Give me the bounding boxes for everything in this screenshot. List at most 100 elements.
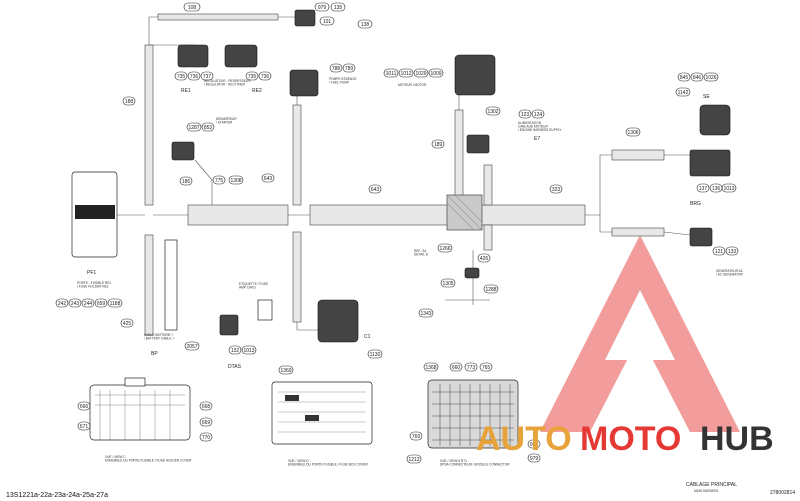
label-regulator: REGULATEUR - REDRESSEUR/ REGULATOR - REC… [204, 79, 251, 87]
callout-773: 773 [467, 365, 476, 371]
callout-671: 671 [80, 424, 89, 430]
callout-643: 643 [264, 176, 273, 182]
callout-668: 668 [202, 404, 211, 410]
callout-735: 735 [177, 74, 186, 80]
label-se: SE [703, 94, 710, 100]
label-battery-cable: CABLE BATTERIE +/ BATTERY CABLE + [144, 333, 174, 341]
callout-1013b: 1013 [243, 348, 254, 354]
callout-1306: 1306 [627, 130, 638, 136]
label-starter: DEMARREUR/ STARTER [216, 117, 237, 125]
callout-845: 845 [680, 75, 689, 81]
callout-979: 979 [318, 5, 327, 11]
callout-770: 770 [202, 435, 211, 441]
callout-1012: 1012 [400, 71, 411, 77]
callout-244: 244 [84, 301, 93, 307]
label-bp: BP [151, 351, 158, 357]
callout-426: 426 [480, 256, 489, 262]
callout-769: 769 [412, 434, 421, 440]
label-fuel-pump: POMPE ESSENCE/ FUEL PUMP [329, 77, 357, 85]
callout-425: 425 [123, 321, 132, 327]
watermark-text: AUTO MOTO HUB [476, 420, 774, 458]
label-brg: BRG [690, 201, 701, 207]
footer: 13S1221a-22a-23a-24a-25a-27a CABLAGE PRI… [6, 482, 795, 499]
callout-1130: 1130 [370, 352, 381, 358]
label-motor: MOTEUR / MOTOR [398, 83, 427, 87]
callout-1369: 1369 [280, 368, 291, 374]
callout-1308: 1308 [230, 178, 241, 184]
wires [115, 16, 700, 331]
callout-979b: 979 [530, 456, 539, 462]
callout-1013: 1013 [723, 186, 734, 192]
component-labels: RE1 RE2 REGULATEUR - REDRESSEUR/ REGULAT… [77, 77, 744, 467]
label-pf1: PF1 [87, 270, 96, 276]
watermark-moto: MOTO [580, 420, 681, 458]
callout-736: 736 [190, 74, 199, 80]
drawing-numbers: 13S1221a-22a-23a-24a-25a-27a [6, 492, 108, 499]
callout-853: 853 [204, 125, 213, 131]
title-fr: CABLAGE PRINCIPAL [686, 482, 737, 488]
callout-1026: 1026 [705, 75, 716, 81]
callout-980: 980 [530, 442, 539, 448]
callout-736b: 736 [261, 74, 270, 80]
callout-846: 846 [693, 75, 702, 81]
callout-323: 323 [552, 187, 561, 193]
callout-1302: 1302 [487, 109, 498, 115]
callout-735b: 735 [248, 74, 257, 80]
watermark-hub: HUB [700, 420, 774, 458]
callout-659: 659 [97, 301, 106, 307]
callout-242: 242 [58, 301, 67, 307]
label-re2: RE2 [252, 88, 262, 94]
callout-124: 124 [534, 112, 543, 118]
callout-186: 186 [182, 179, 191, 185]
callout-133: 133 [728, 249, 737, 255]
label-e7: E7 [534, 136, 540, 142]
callout-1212: 1212 [408, 457, 419, 463]
callouts: 108 979 135 101 138 735 736 737 735 736 … [55, 2, 739, 464]
callout-669: 669 [202, 420, 211, 426]
label-fuse-holder: PORTE - FUSIBLE RE1/ FUSE HOLDER RE1 [77, 281, 111, 289]
callout-1343: 1343 [420, 311, 431, 317]
callout-1287: 1287 [188, 125, 199, 131]
callout-108: 108 [188, 5, 197, 11]
callout-136: 136 [712, 186, 721, 192]
callout-660: 660 [452, 365, 461, 371]
callout-121: 121 [715, 249, 724, 255]
callout-1009: 1009 [430, 71, 441, 77]
callout-138: 138 [361, 22, 370, 28]
callout-788: 788 [332, 66, 341, 72]
title-en: MAIN HARNESS [694, 489, 718, 493]
callout-775: 775 [215, 178, 224, 184]
callout-737: 737 [203, 74, 212, 80]
callout-1288: 1288 [485, 287, 496, 293]
callout-243: 243 [71, 301, 80, 307]
callout-666: 666 [80, 404, 89, 410]
callout-789: 789 [345, 66, 354, 72]
fuse-holder-views [89, 377, 519, 449]
callout-1011: 1011 [386, 71, 397, 77]
callout-765: 765 [482, 365, 491, 371]
doc-id: 278002814 [770, 490, 795, 496]
callout-1188: 1188 [110, 301, 121, 307]
callout-1368: 1368 [425, 365, 436, 371]
callout-188: 188 [125, 99, 134, 105]
callout-2057: 2057 [186, 344, 197, 350]
label-dtas: DTAS [228, 364, 242, 370]
callout-643b: 643 [371, 187, 380, 193]
main-harness [144, 13, 665, 336]
watermark-auto: AUTO [476, 420, 572, 458]
callout-123: 123 [521, 112, 530, 118]
label-re1: RE1 [181, 88, 191, 94]
callout-101: 101 [323, 19, 332, 25]
callout-189: 189 [434, 142, 443, 148]
label-ac-generator: GENERATEUR AC/ AC GENERATOR [716, 269, 744, 277]
callout-1029: 1029 [415, 71, 426, 77]
callout-137: 137 [699, 186, 708, 192]
callout-1142: 1142 [678, 90, 689, 96]
